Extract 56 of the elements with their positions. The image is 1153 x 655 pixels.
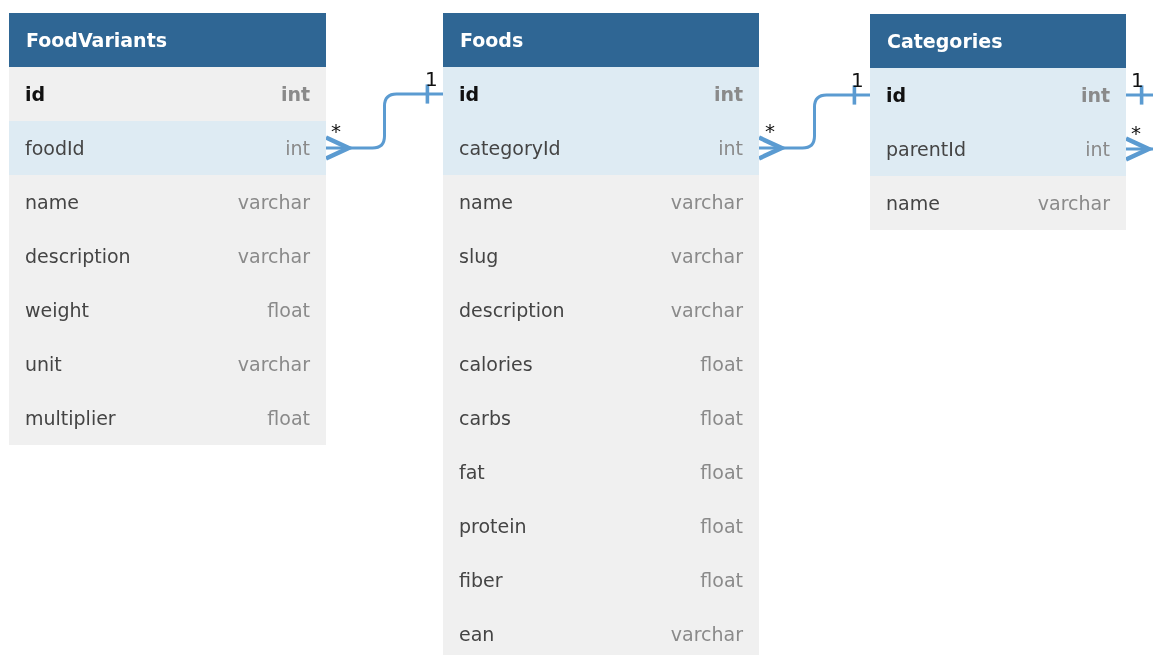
field-type: int — [280, 82, 310, 106]
field-name: description — [25, 244, 131, 268]
field-name: fiber — [459, 568, 503, 592]
cardinality-many: * — [765, 120, 775, 142]
field-name: fat — [459, 460, 485, 484]
table-header: FoodVariants — [9, 13, 326, 67]
field-name: categoryId — [459, 136, 561, 160]
field-type: float — [267, 406, 310, 430]
field-type: varchar — [670, 622, 743, 646]
field-type: varchar — [670, 298, 743, 322]
field-type: float — [267, 298, 310, 322]
field-name: foodId — [25, 136, 85, 160]
field-type: varchar — [670, 190, 743, 214]
field-name: weight — [25, 298, 90, 322]
field-type: float — [700, 352, 743, 376]
table-row — [870, 68, 1126, 122]
field-name: id — [886, 83, 907, 107]
field-type: int — [1085, 137, 1110, 161]
table-row — [870, 122, 1126, 176]
field-type: int — [1080, 83, 1110, 107]
field-name: id — [459, 82, 480, 106]
field-name: name — [886, 191, 940, 215]
table-header: Categories — [870, 14, 1126, 68]
field-name: description — [459, 298, 565, 322]
field-name: parentId — [886, 137, 966, 161]
field-name: multiplier — [25, 406, 116, 430]
cardinality-many: * — [331, 120, 341, 142]
cardinality-many: * — [1131, 122, 1141, 144]
table-row — [9, 121, 326, 175]
field-name: slug — [459, 244, 499, 268]
field-name: id — [25, 82, 46, 106]
field-type: float — [700, 406, 743, 430]
field-type: float — [700, 460, 743, 484]
table-row — [443, 121, 759, 175]
cardinality-one: 1 — [1131, 69, 1144, 91]
field-name: ean — [459, 622, 495, 646]
field-type: varchar — [237, 190, 310, 214]
cardinality-one: 1 — [425, 68, 438, 90]
field-type: varchar — [237, 244, 310, 268]
field-type: varchar — [237, 352, 310, 376]
field-name: calories — [459, 352, 533, 376]
field-name: carbs — [459, 406, 511, 430]
table-header: Foods — [443, 13, 759, 67]
field-type: int — [285, 136, 310, 160]
field-type: varchar — [670, 244, 743, 268]
field-name: unit — [25, 352, 62, 376]
cardinality-one: 1 — [851, 69, 864, 91]
field-name: name — [459, 190, 513, 214]
field-type: varchar — [1037, 191, 1110, 215]
field-name: name — [25, 190, 79, 214]
field-name: protein — [459, 514, 527, 538]
table-row — [443, 67, 759, 121]
field-type: float — [700, 514, 743, 538]
field-type: int — [718, 136, 743, 160]
field-type: int — [713, 82, 743, 106]
field-type: float — [700, 568, 743, 592]
